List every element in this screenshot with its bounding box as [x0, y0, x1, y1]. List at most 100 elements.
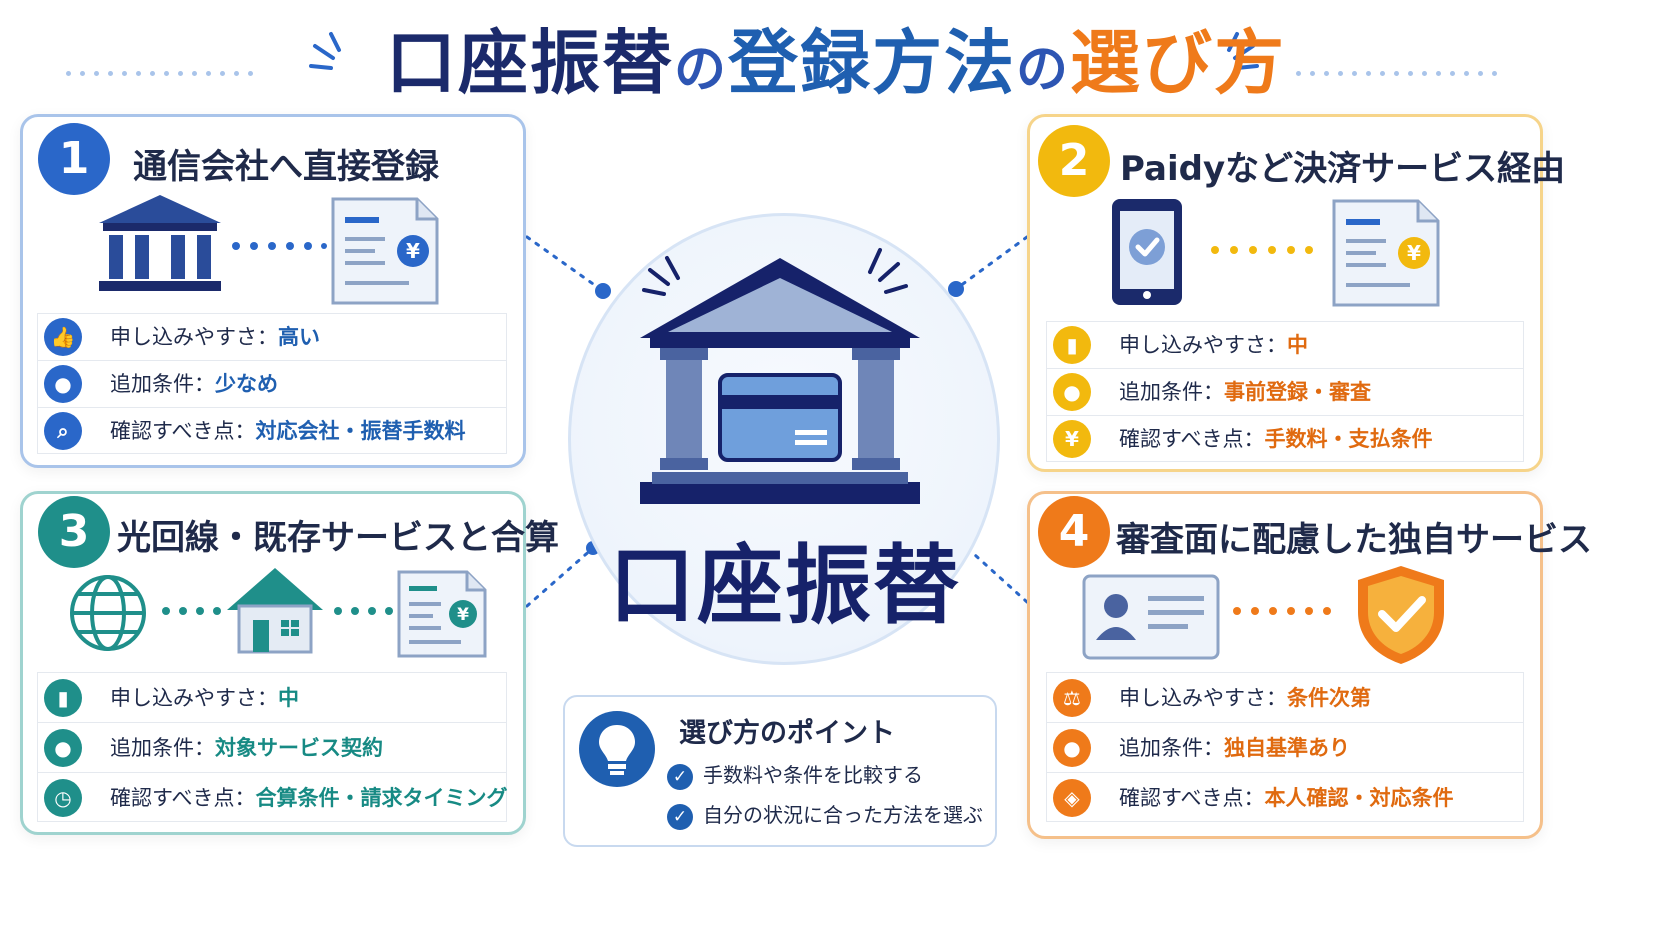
card-3-row-conditions: ● 追加条件：対象サービス契約: [37, 722, 507, 772]
check-circle-icon: ✓: [667, 763, 693, 790]
card-1-row-ease: 👍 申し込みやすさ：高い: [37, 313, 507, 360]
point-item-1: ✓ 手数料や条件を比較する: [667, 759, 923, 790]
lightbulb-icon: [579, 711, 655, 787]
person-icon: ●: [1053, 729, 1091, 767]
page-title: 口座振替の登録方法の選び方: [0, 18, 1672, 108]
card-3-rows: ▮ 申し込みやすさ：中 ● 追加条件：対象サービス契約 ◷ 確認すべき点：合算条…: [37, 672, 508, 822]
card-2-row-ease: ▮ 申し込みやすさ：中: [1046, 321, 1524, 368]
dotted-link: [1233, 607, 1331, 615]
row-value: 事前登録・審査: [1224, 380, 1371, 404]
id-card-icon: [1082, 574, 1220, 660]
clock-icon: ◷: [44, 779, 82, 817]
title-part-3: 登録方法: [728, 22, 1016, 104]
card-1-number: 1: [38, 123, 110, 195]
globe-icon: [70, 575, 146, 651]
thumbs-up-icon: 👍: [44, 318, 82, 356]
card-3-row-ease: ▮ 申し込みやすさ：中: [37, 672, 507, 722]
title-part-5: 選び方: [1070, 22, 1287, 104]
dotted-link: [162, 607, 221, 615]
card-4-title: 審査面に配慮した独自サービス: [1116, 520, 1592, 560]
person-icon: ●: [1053, 373, 1091, 411]
row-value: 手数料・支払条件: [1264, 427, 1433, 451]
card-method-3: 3 光回線・既存サービスと合算 ¥ ▮ 申し込みやす: [20, 491, 559, 835]
row-label: 確認すべき点：: [110, 786, 256, 810]
point-text: 手数料や条件を比較する: [703, 763, 923, 787]
title-part-1: 口座振替: [385, 22, 674, 104]
row-label: 申し込みやすさ：: [110, 686, 278, 710]
card-2-title: Paidyなど決済サービス経由: [1120, 149, 1566, 189]
selection-points-box: 選び方のポイント ✓ 手数料や条件を比較する ✓ 自分の状況に合った方法を選ぶ: [563, 695, 997, 847]
svg-text:¥: ¥: [406, 239, 420, 263]
bank-building-icon: [99, 195, 221, 291]
card-3-number: 3: [38, 496, 110, 568]
row-label: 申し込みやすさ：: [1119, 686, 1287, 710]
row-label: 申し込みやすさ：: [1119, 333, 1287, 357]
point-text: 自分の状況に合った方法を選ぶ: [703, 803, 983, 827]
person-icon: ●: [44, 365, 82, 403]
row-label: 確認すべき点：: [110, 419, 256, 443]
invoice-yen-icon: ¥: [397, 570, 487, 658]
search-icon: ⌕: [44, 412, 82, 450]
title-right-dots: [1296, 61, 1506, 76]
row-label: 申し込みやすさ：: [110, 325, 278, 349]
card-4-row-ease: ⚖ 申し込みやすさ：条件次第: [1046, 672, 1524, 722]
title-spark-left-icon: [309, 32, 341, 70]
card-3-row-check: ◷ 確認すべき点：合算条件・請求タイミング: [37, 772, 508, 822]
bank-card-icon: [640, 248, 920, 504]
card-3-title: 光回線・既存サービスと合算: [117, 518, 559, 558]
card-2-row-check: ¥ 確認すべき点：手数料・支払条件: [1046, 415, 1524, 462]
title-left-dots: [66, 61, 262, 76]
row-label: 追加条件：: [110, 736, 215, 760]
bar-chart-icon: ▮: [44, 679, 82, 717]
person-icon: ●: [44, 729, 82, 767]
row-label: 確認すべき点：: [1119, 427, 1265, 451]
card-2-number: 2: [1038, 125, 1110, 197]
card-method-4: 4 審査面に配慮した独自サービス ⚖ 申し込みやすさ：条件次第 ● 追加条件：独…: [1027, 491, 1592, 839]
svg-text:¥: ¥: [457, 605, 469, 625]
dotted-link: [232, 242, 327, 250]
card-1-title: 通信会社へ直接登録: [133, 147, 439, 187]
card-method-2: 2 Paidyなど決済サービス経由 ¥ ▮ 申し込みやすさ：中 ● 追加条件：事…: [1027, 114, 1565, 472]
bar-chart-icon: ▮: [1053, 326, 1091, 364]
row-label: 確認すべき点：: [1119, 786, 1265, 810]
row-value: 少なめ: [215, 372, 278, 396]
yen-icon: ¥: [1053, 420, 1091, 458]
card-2-row-conditions: ● 追加条件：事前登録・審査: [1046, 368, 1524, 415]
title-spark-right-icon: [1227, 32, 1259, 70]
title-part-2: の: [673, 40, 728, 100]
scale-icon: ⚖: [1053, 679, 1091, 717]
card-4-row-check: ◈ 確認すべき点：本人確認・対応条件: [1046, 772, 1524, 822]
dotted-link: [334, 607, 393, 615]
row-value: 中: [1287, 333, 1308, 357]
row-label: 追加条件：: [1119, 736, 1224, 760]
points-title: 選び方のポイント: [679, 718, 895, 749]
check-circle-icon: ✓: [667, 803, 693, 830]
card-1-row-check: ⌕ 確認すべき点：対応会社・振替手数料: [37, 407, 507, 454]
card-4-row-conditions: ● 追加条件：独自基準あり: [1046, 722, 1524, 772]
row-value: 本人確認・対応条件: [1264, 786, 1454, 810]
card-1-rows: 👍 申し込みやすさ：高い ● 追加条件：少なめ ⌕ 確認すべき点：対応会社・振替…: [37, 313, 507, 454]
row-value: 合算条件・請求タイミング: [255, 786, 508, 810]
title-part-4: の: [1016, 40, 1071, 100]
house-icon: [227, 568, 323, 654]
row-label: 追加条件：: [1119, 380, 1224, 404]
shield-icon: ◈: [1053, 779, 1091, 817]
card-4-number: 4: [1038, 496, 1110, 568]
row-value: 高い: [278, 325, 320, 349]
point-item-2: ✓ 自分の状況に合った方法を選ぶ: [667, 799, 983, 830]
shield-check-icon: [1358, 566, 1444, 664]
card-4-rows: ⚖ 申し込みやすさ：条件次第 ● 追加条件：独自基準あり ◈ 確認すべき点：本人…: [1046, 672, 1524, 822]
row-value: 中: [278, 686, 299, 710]
invoice-yen-icon: ¥: [1332, 199, 1440, 307]
dotted-link: [1211, 246, 1313, 254]
row-label: 追加条件：: [110, 372, 215, 396]
row-value: 対応会社・振替手数料: [255, 419, 466, 443]
invoice-yen-icon: ¥: [331, 197, 439, 305]
card-1-row-conditions: ● 追加条件：少なめ: [37, 360, 507, 407]
card-method-1: 1 通信会社へ直接登録 ¥ 👍 申し込みやすさ：高い ● 追加条件：少なめ: [20, 114, 526, 468]
smartphone-check-icon: [1112, 199, 1182, 305]
center-label: 口座振替: [609, 536, 961, 636]
connector-dot-1: [595, 283, 611, 299]
row-value: 条件次第: [1287, 686, 1371, 710]
card-2-rows: ▮ 申し込みやすさ：中 ● 追加条件：事前登録・審査 ¥ 確認すべき点：手数料・…: [1046, 321, 1524, 462]
